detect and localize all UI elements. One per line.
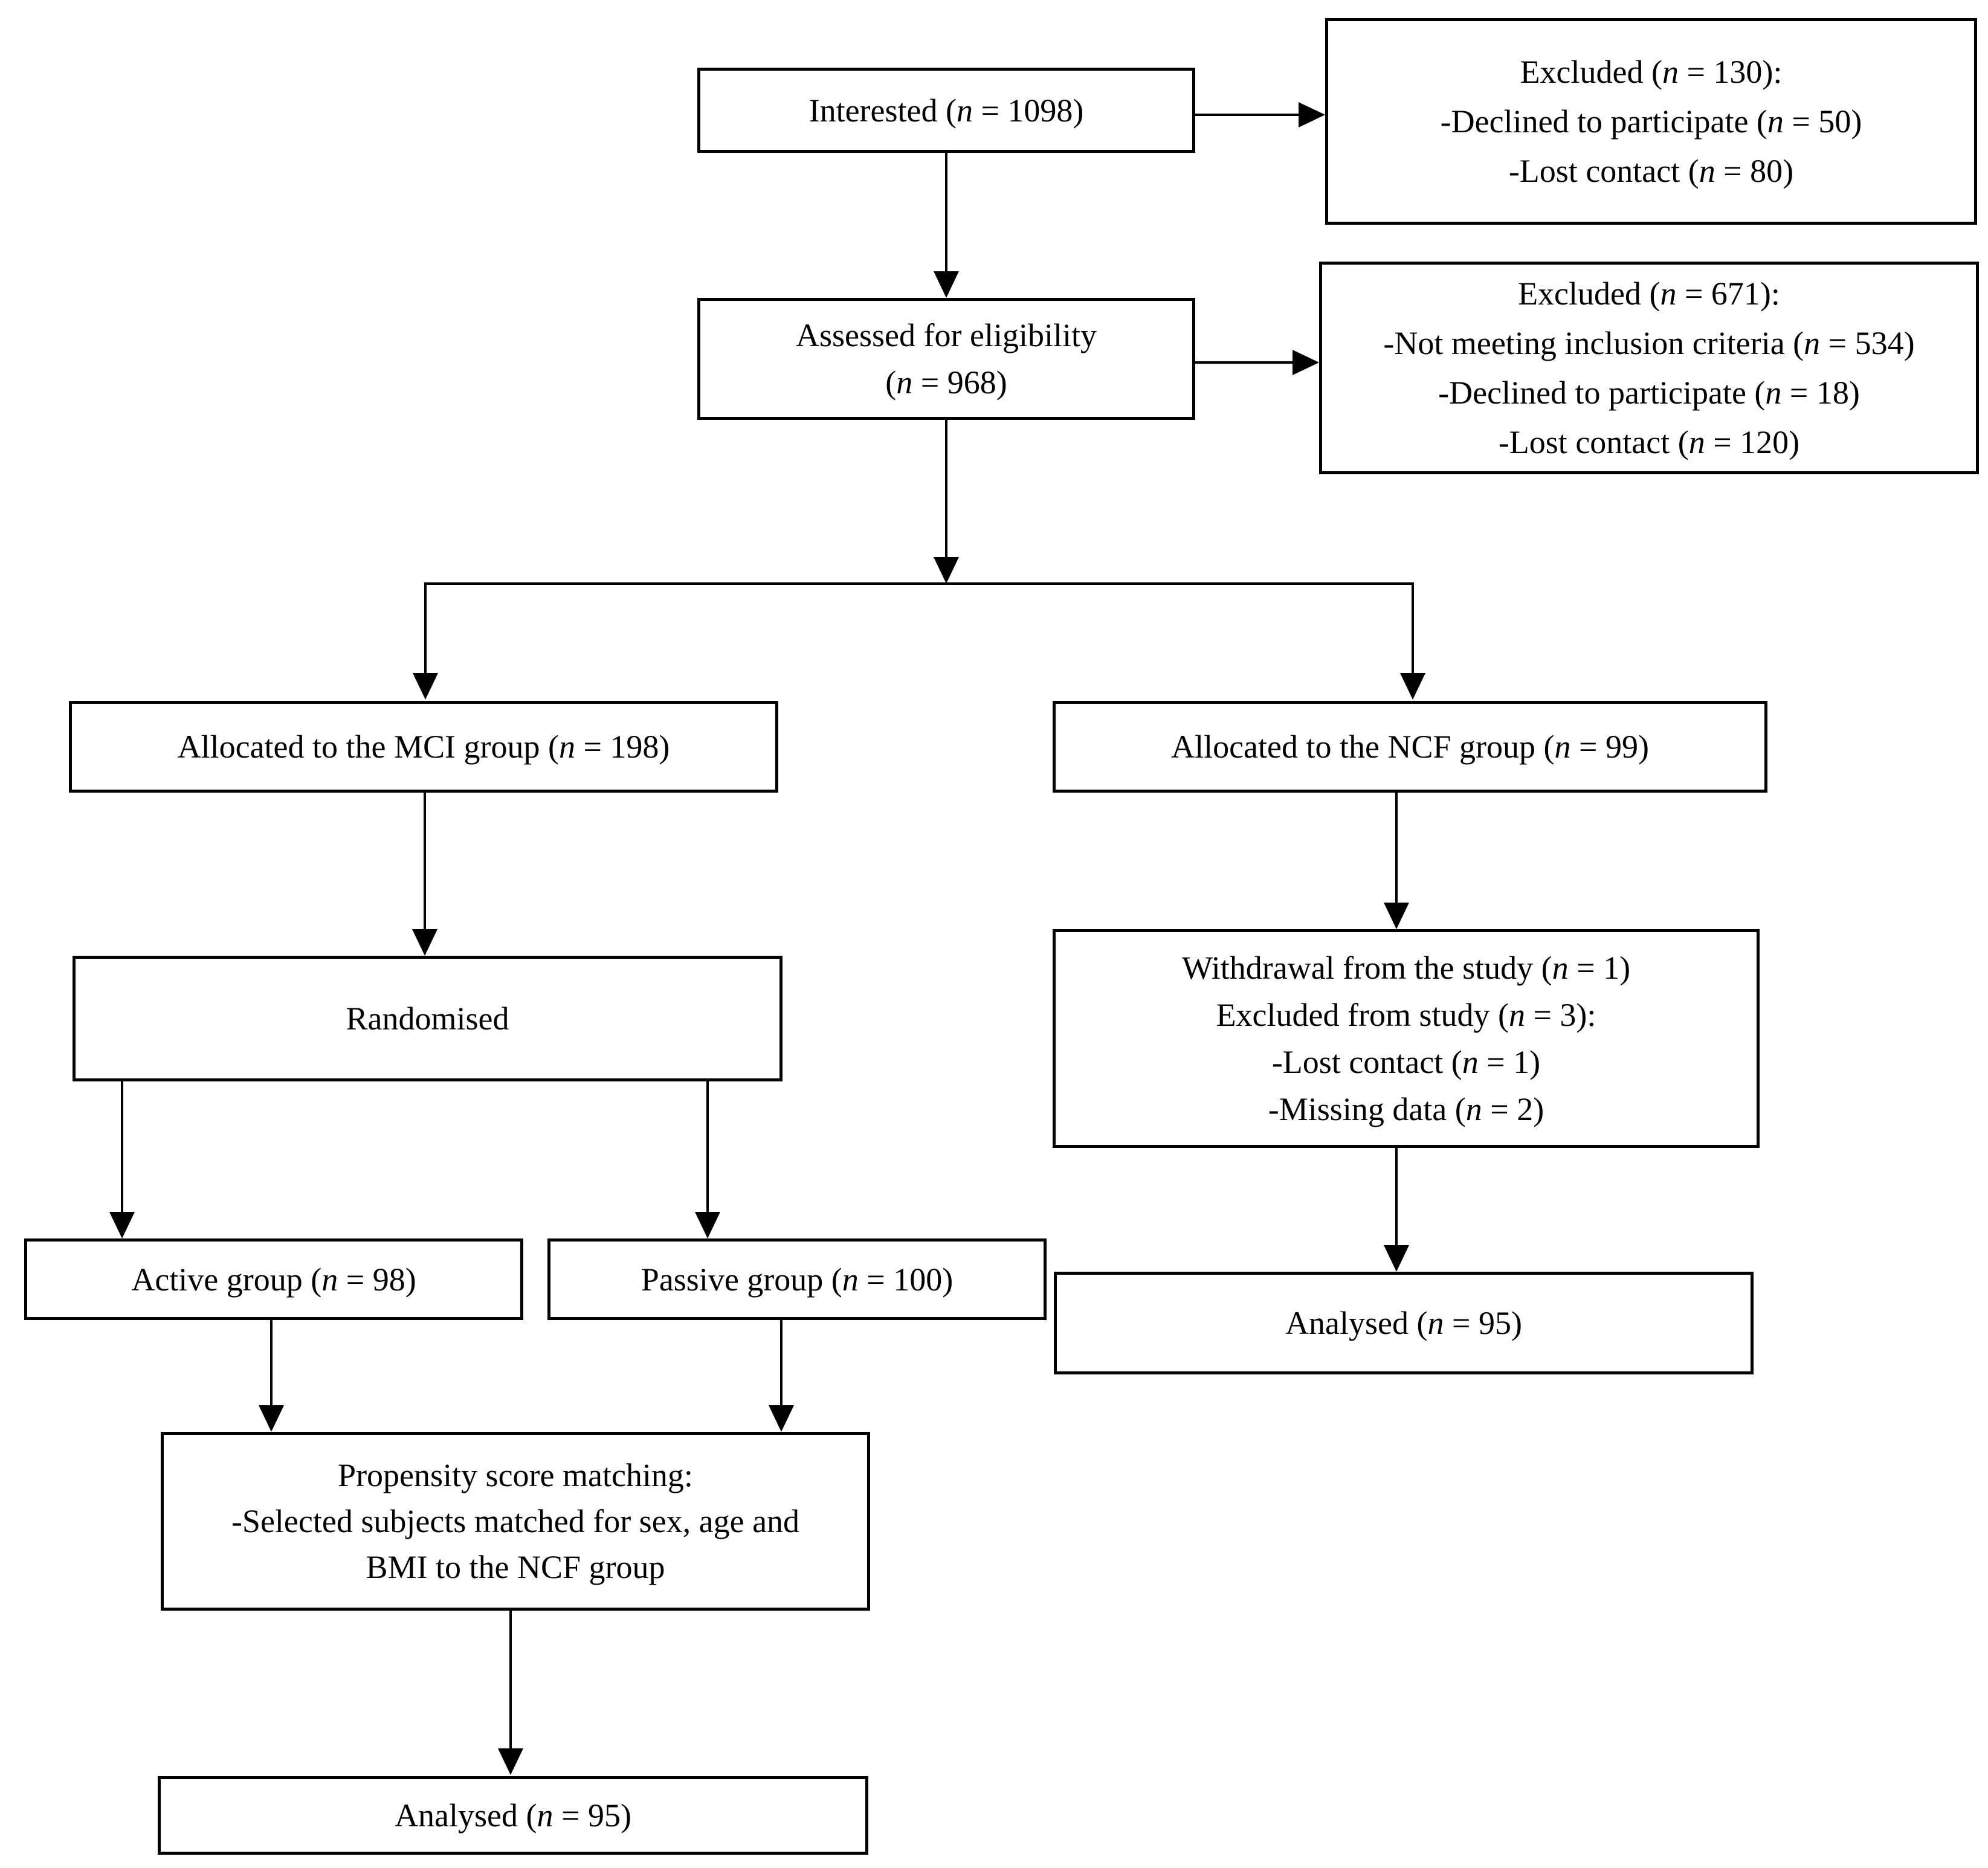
arrowhead-interested-excluded (1299, 102, 1325, 127)
box-text: Excluded (n = 671): (1518, 275, 1780, 312)
box-text: Interested (n = 1098) (808, 92, 1084, 129)
arrowhead-propensity-analysed (498, 1748, 523, 1775)
connector-active-propensity-line (270, 1320, 273, 1406)
box-text: -Declined to participate (n = 50) (1440, 103, 1862, 140)
arrowhead-split-mci (413, 673, 438, 700)
connector-randomised-passive-line (706, 1081, 709, 1213)
box-interested: Interested (n = 1098) (697, 68, 1195, 153)
box-active-group: Active group (n = 98) (24, 1238, 523, 1320)
box-text: Analysed (n = 95) (1285, 1305, 1522, 1341)
connector-propensity-analysed-line (509, 1611, 512, 1750)
arrowhead-interested-assessed (934, 271, 959, 298)
arrowhead-assessed-split (934, 557, 959, 584)
box-assessed-for-eligibility: Assessed for eligibility (n = 968) (697, 298, 1195, 420)
box-excluded-eligibility: Excluded (n = 671): -Not meeting inclusi… (1319, 262, 1979, 474)
arrowhead-withdrawal-analysed (1384, 1245, 1409, 1272)
arrowhead-mci-randomised (412, 929, 437, 956)
connector-mci-randomised-line (424, 793, 426, 930)
split-bar (424, 582, 1414, 585)
box-text: Excluded from study (n = 3): (1216, 997, 1596, 1033)
connector-split-mci-line (424, 582, 427, 674)
box-allocated-mci-group: Allocated to the MCI group (n = 198) (69, 701, 778, 793)
box-text: Randomised (346, 1000, 509, 1037)
box-text: -Lost contact (n = 1) (1271, 1044, 1541, 1080)
box-text: Propensity score matching: (338, 1457, 693, 1493)
box-text: Allocated to the NCF group (n = 99) (1171, 729, 1649, 765)
box-text: -Not meeting inclusion criteria (n = 534… (1383, 325, 1915, 361)
connector-randomised-active-line (121, 1081, 123, 1213)
box-propensity-score-matching: Propensity score matching: -Selected sub… (161, 1432, 870, 1611)
box-text: Assessed for eligibility (796, 317, 1097, 353)
arrowhead-assessed-excluded (1293, 350, 1319, 375)
box-text: BMI to the NCF group (366, 1549, 665, 1585)
box-withdrawal-exclusions: Withdrawal from the study (n = 1) Exclud… (1053, 929, 1760, 1148)
connector-assessed-excluded-line (1195, 361, 1294, 364)
box-text: Allocated to the MCI group (n = 198) (177, 729, 670, 765)
box-text: -Lost contact (n = 80) (1508, 153, 1794, 189)
box-text: (n = 968) (885, 364, 1007, 401)
box-excluded-initial: Excluded (n = 130): -Declined to partici… (1325, 18, 1977, 225)
box-text: Analysed (n = 95) (395, 1797, 631, 1834)
box-text: Passive group (n = 100) (641, 1261, 954, 1298)
arrowhead-split-ncf (1400, 673, 1425, 700)
arrowhead-ncf-withdrawal (1384, 903, 1409, 929)
box-text: Withdrawal from the study (n = 1) (1181, 950, 1631, 986)
box-passive-group: Passive group (n = 100) (547, 1238, 1047, 1320)
box-text: Active group (n = 98) (131, 1261, 416, 1298)
connector-withdrawal-analysed-line (1395, 1148, 1398, 1246)
arrowhead-active-propensity (259, 1405, 284, 1432)
connector-assessed-split-line (945, 420, 947, 558)
arrowhead-randomised-passive (695, 1212, 720, 1238)
box-text: -Selected subjects matched for sex, age … (231, 1503, 800, 1539)
connector-interested-excluded-line (1195, 114, 1300, 116)
box-randomised: Randomised (73, 956, 783, 1081)
connector-passive-propensity-line (780, 1320, 783, 1406)
box-text: -Declined to participate (n = 18) (1438, 375, 1860, 411)
box-analysed-mci: Analysed (n = 95) (158, 1776, 868, 1855)
arrowhead-randomised-active (109, 1212, 135, 1238)
connector-ncf-withdrawal-line (1395, 793, 1398, 904)
box-analysed-ncf: Analysed (n = 95) (1054, 1272, 1754, 1374)
connector-split-ncf-line (1412, 582, 1414, 674)
box-text: -Missing data (n = 2) (1268, 1091, 1544, 1127)
connector-interested-assessed-line (945, 153, 947, 274)
box-allocated-ncf-group: Allocated to the NCF group (n = 99) (1053, 701, 1767, 793)
arrowhead-passive-propensity (769, 1405, 794, 1432)
box-text: Excluded (n = 130): (1520, 54, 1783, 90)
box-text: -Lost contact (n = 120) (1498, 424, 1800, 460)
